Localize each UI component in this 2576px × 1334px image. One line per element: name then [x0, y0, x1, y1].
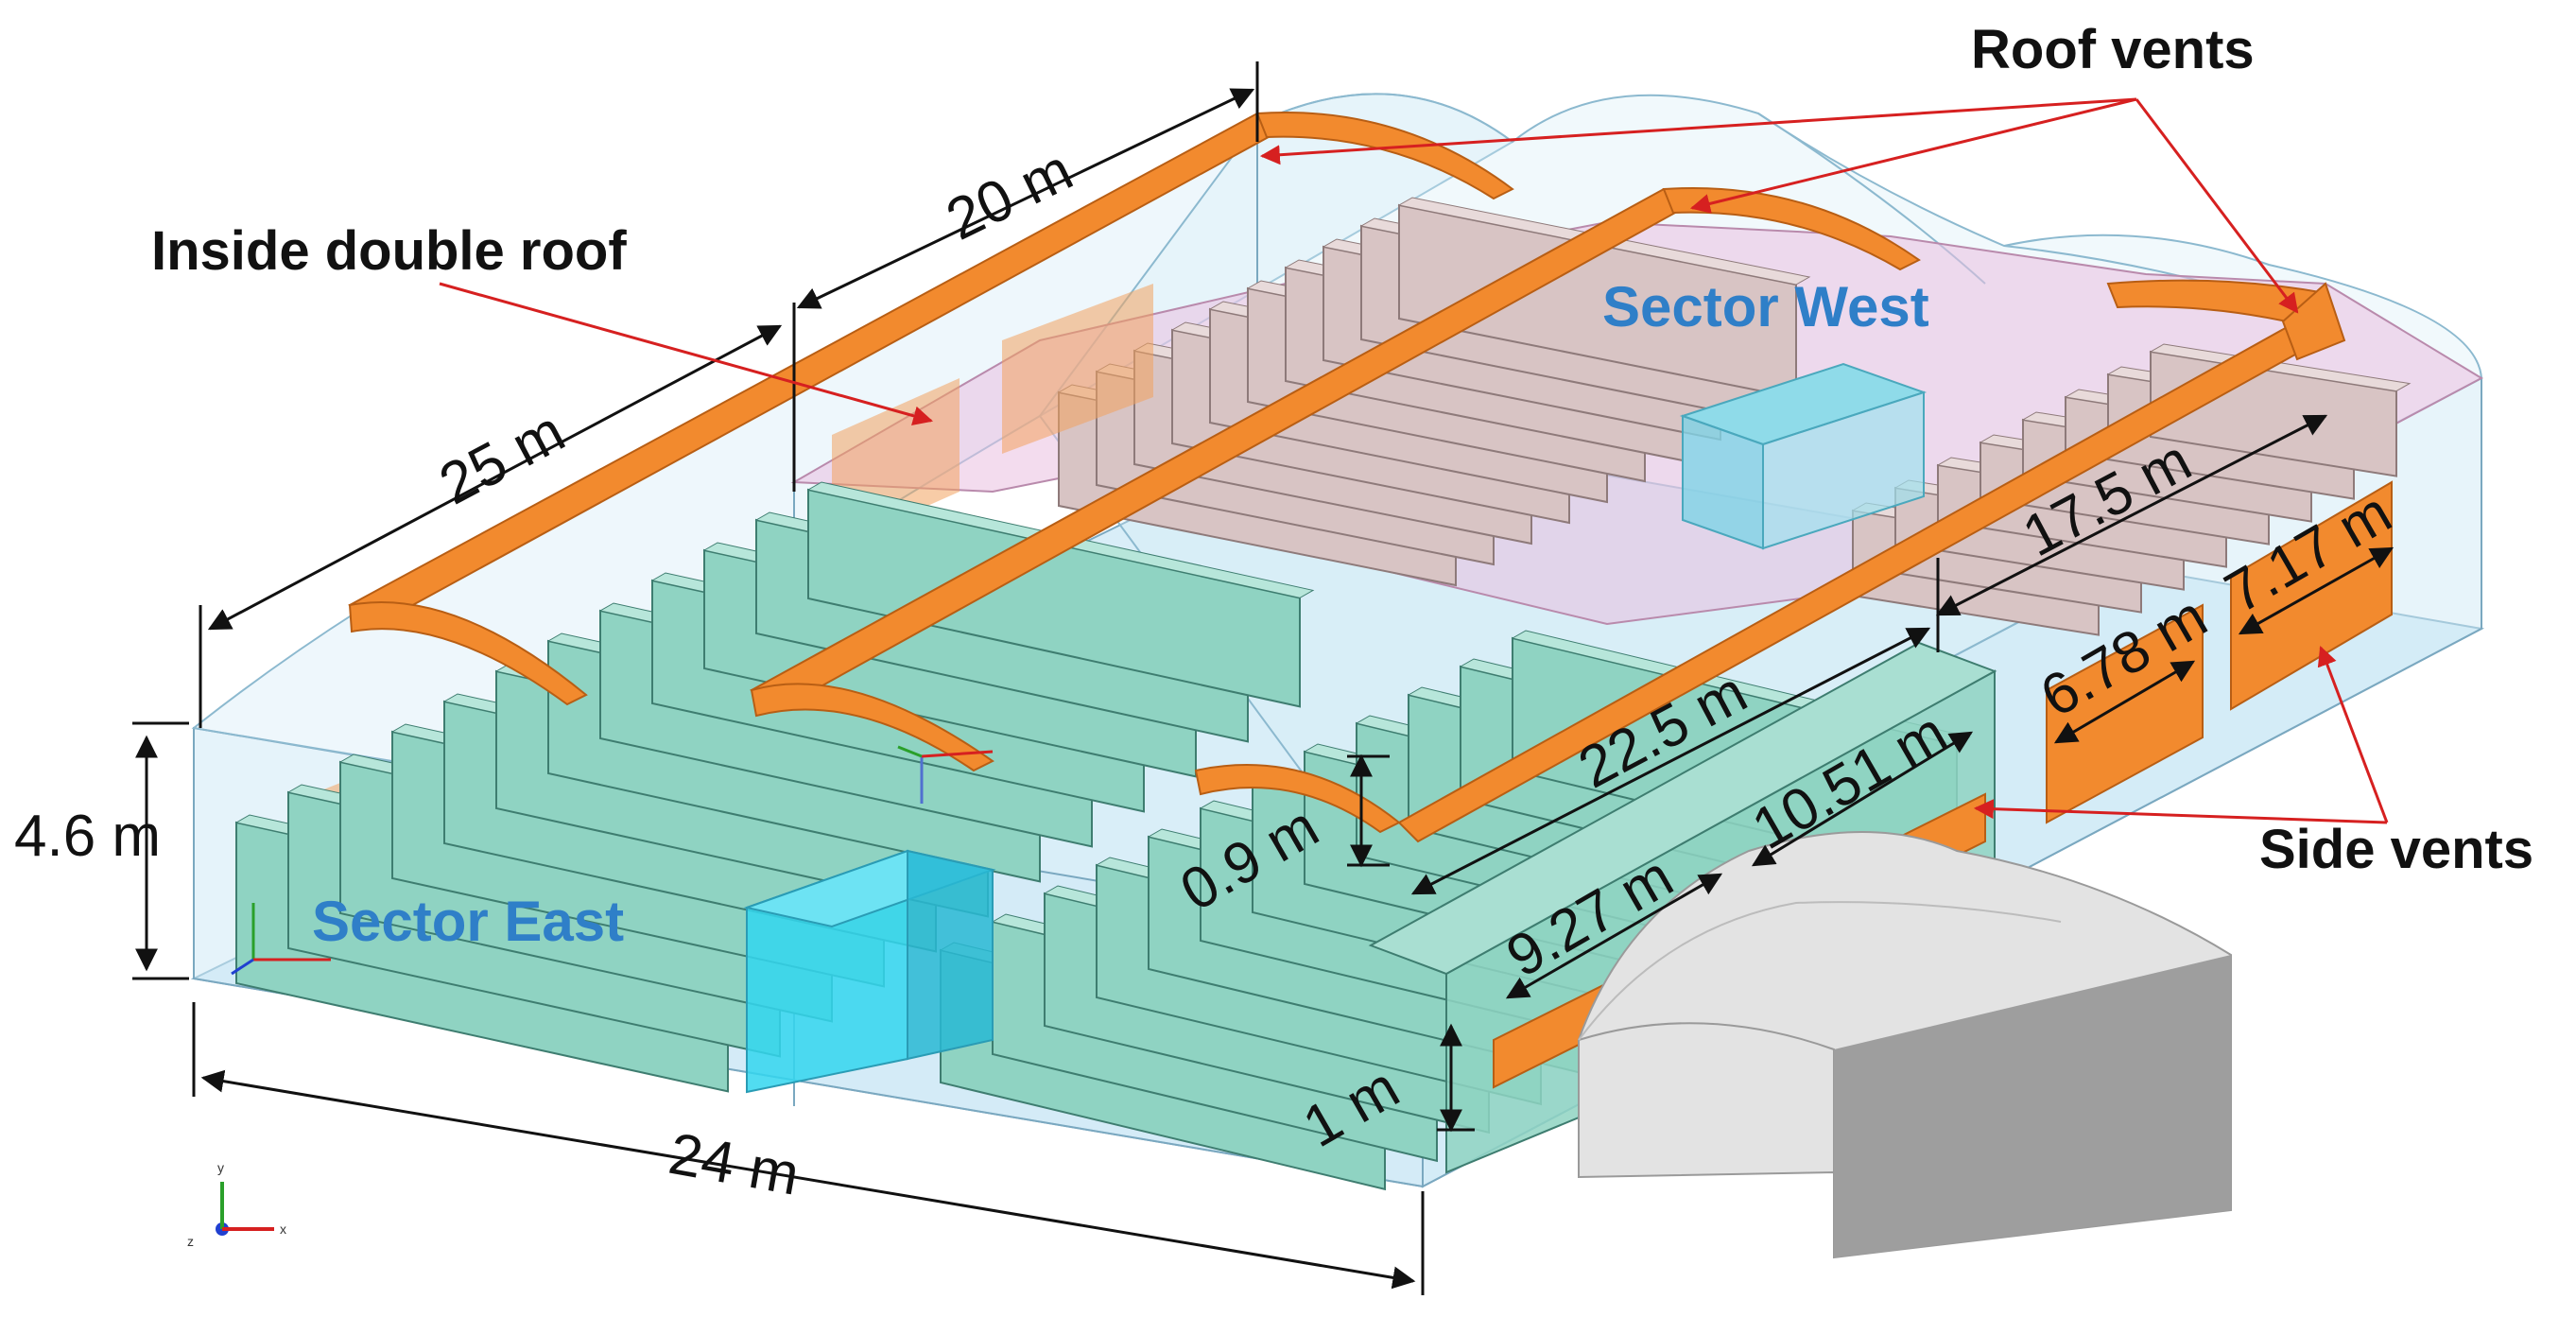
side-vents-label: Side vents [2259, 819, 2533, 880]
axis-z-label: z [187, 1234, 194, 1249]
axis-triad-mid [897, 745, 994, 804]
bench-west-far-top [2149, 343, 2412, 392]
inside-double-roof-label: Inside double roof [151, 220, 627, 282]
axis-triad-floor [231, 903, 331, 976]
roof-vents-label: Roof vents [1971, 19, 2255, 80]
dim-24m: 24 m [665, 1121, 804, 1208]
sector-west-label: Sector West [1602, 275, 1929, 338]
axis-y-label: y [217, 1160, 224, 1175]
dimension-lines [132, 61, 2394, 1295]
technical-box-east [743, 849, 996, 1094]
global-axis-triad: y x z [187, 1160, 286, 1249]
callout-arrows [439, 97, 2389, 824]
axis-x-label: x [280, 1221, 286, 1237]
dim-4-6m: 4.6 m [14, 804, 161, 869]
technical-box-west [1679, 362, 1928, 550]
sector-east-label: Sector East [312, 890, 624, 953]
attached-tunnel [1578, 831, 2232, 1259]
